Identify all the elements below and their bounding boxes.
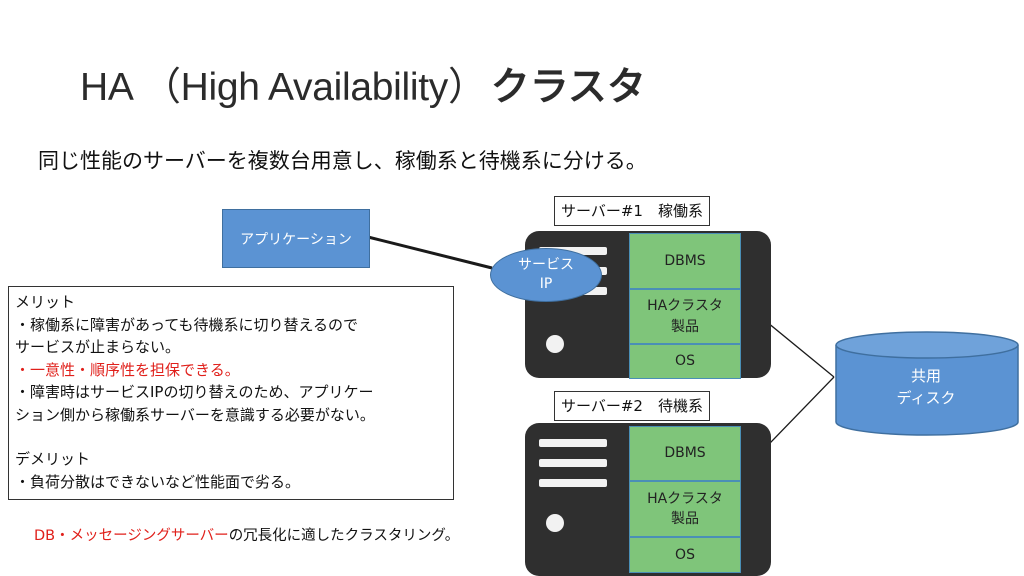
bottom-note-rest: の冗長化に適したクラスタリング。 [228, 528, 460, 544]
server1-label: サーバー#1 稼働系 [554, 196, 710, 226]
merits-box: メリット ・稼働系に障害があっても待機系に切り替えるので サービスが止まらない。… [8, 286, 454, 500]
service-ip-ellipse: サービス IP [490, 248, 602, 302]
bottom-note: DB・メッセージングサーバーの冗長化に適したクラスタリング。 [34, 524, 459, 545]
shared-disk-label: 共用 ディスク [836, 366, 1016, 410]
shared-disk-cylinder [835, 331, 1019, 436]
server2-components: DBMS HAクラスタ 製品 OS [629, 426, 741, 573]
demerits-heading: デメリット [15, 450, 91, 468]
application-box: アプリケーション [222, 209, 370, 268]
merits-heading: メリット [15, 293, 76, 311]
server2-ha-cluster: HAクラスタ 製品 [629, 481, 741, 537]
spacer [15, 426, 447, 448]
merit-item-highlight: ・一意性・順序性を担保できる。 [15, 360, 240, 379]
title-latin: HA （High Availability） [80, 66, 487, 109]
shared-disk-line2: ディスク [896, 388, 956, 407]
page-title: HA （High Availability）クラスタ [80, 56, 646, 112]
merit-item: ・稼働系に障害があっても待機系に切り替えるので [15, 315, 359, 334]
subtitle: 同じ性能のサーバーを複数台用意し、稼働系と待機系に分ける。 [38, 149, 647, 173]
merit-item: ション側から稼働系サーバーを意識する必要がない。 [15, 405, 375, 424]
demerit-item: ・負荷分散はできないなど性能面で劣る。 [15, 472, 301, 491]
server1-dbms: DBMS [629, 233, 741, 289]
server2-os: OS [629, 537, 741, 573]
merit-item: サービスが止まらない。 [15, 338, 181, 356]
server1-ha-cluster: HAクラスタ 製品 [629, 289, 741, 344]
bottom-note-highlight: DB・メッセージングサーバー [34, 528, 229, 544]
service-ip-line2: IP [539, 276, 553, 292]
shared-disk-line1: 共用 [910, 367, 941, 385]
server2-dbms: DBMS [629, 426, 741, 481]
merit-item: ・障害時はサービスIPの切り替えのため、アプリケー [15, 383, 374, 401]
server2-label: サーバー#2 待機系 [554, 391, 710, 421]
title-jp: クラスタ [490, 65, 646, 110]
service-ip-line1: サービス [518, 257, 574, 274]
server2-icon [539, 439, 607, 532]
server1-components: DBMS HAクラスタ 製品 OS [629, 233, 741, 379]
server1-os: OS [629, 344, 741, 379]
app-to-ip-line [367, 235, 493, 270]
